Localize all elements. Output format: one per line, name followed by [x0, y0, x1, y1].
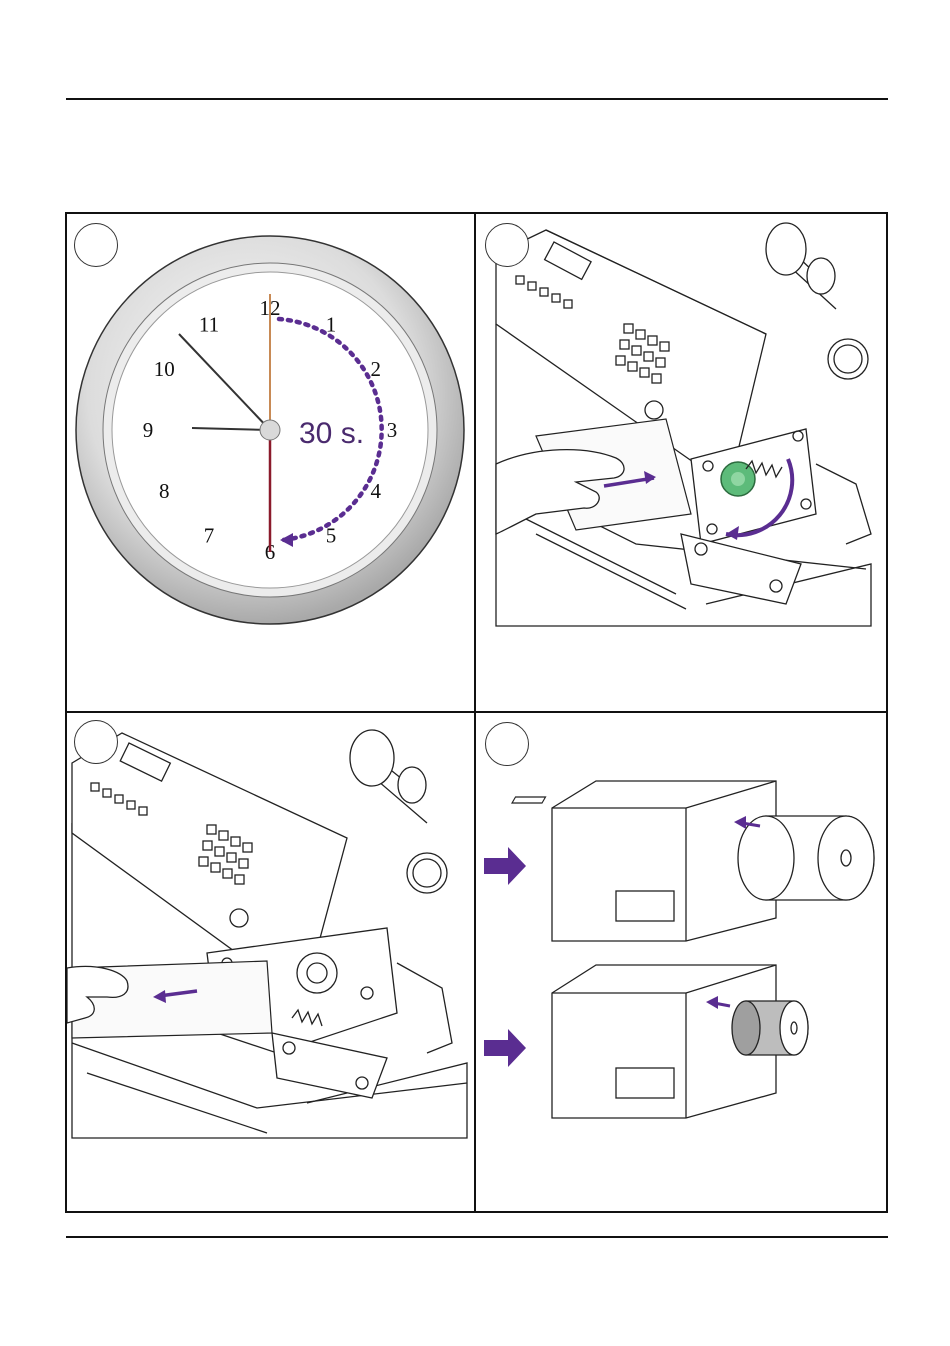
clock-number: 4: [370, 479, 381, 503]
wall-clock-illustration: 121234567891011 30 s.: [67, 214, 474, 634]
clock-number: 8: [159, 479, 170, 503]
clock-number: 11: [199, 312, 219, 336]
clock-number: 7: [204, 524, 215, 548]
indicator-arrow-bottom: [484, 1029, 526, 1067]
step-circle-2: [485, 223, 529, 267]
clock-number: 1: [326, 312, 337, 336]
printer-small-roll: [476, 965, 776, 1118]
clock-number: 9: [143, 418, 154, 442]
panel-1-clock: 121234567891011 30 s.: [67, 214, 474, 711]
step-circle-4: [485, 722, 529, 766]
clock-hub: [260, 420, 280, 440]
step-circle-3: [74, 720, 118, 764]
printhead-insert-illustration: [476, 214, 886, 634]
top-rule: [66, 98, 888, 100]
printhead-remove-illustration: [67, 713, 474, 1143]
small-media-roll: [732, 1001, 808, 1055]
media-loading-illustration: [476, 713, 886, 1133]
printer-large-roll: [512, 781, 776, 941]
elapsed-seconds-label: 30 s.: [299, 417, 364, 450]
clock-number: 2: [370, 357, 381, 381]
clock-number: 3: [387, 418, 398, 442]
clock-number: 10: [154, 357, 175, 381]
large-media-roll: [738, 816, 874, 900]
indicator-arrow-top: [484, 847, 526, 885]
panel-4-media-loading: [476, 713, 886, 1211]
panel-2-insert-paper: [476, 214, 886, 711]
panel-3-remove-paper: [67, 713, 474, 1211]
bottom-rule: [66, 1236, 888, 1238]
step-circle-1: [74, 223, 118, 267]
